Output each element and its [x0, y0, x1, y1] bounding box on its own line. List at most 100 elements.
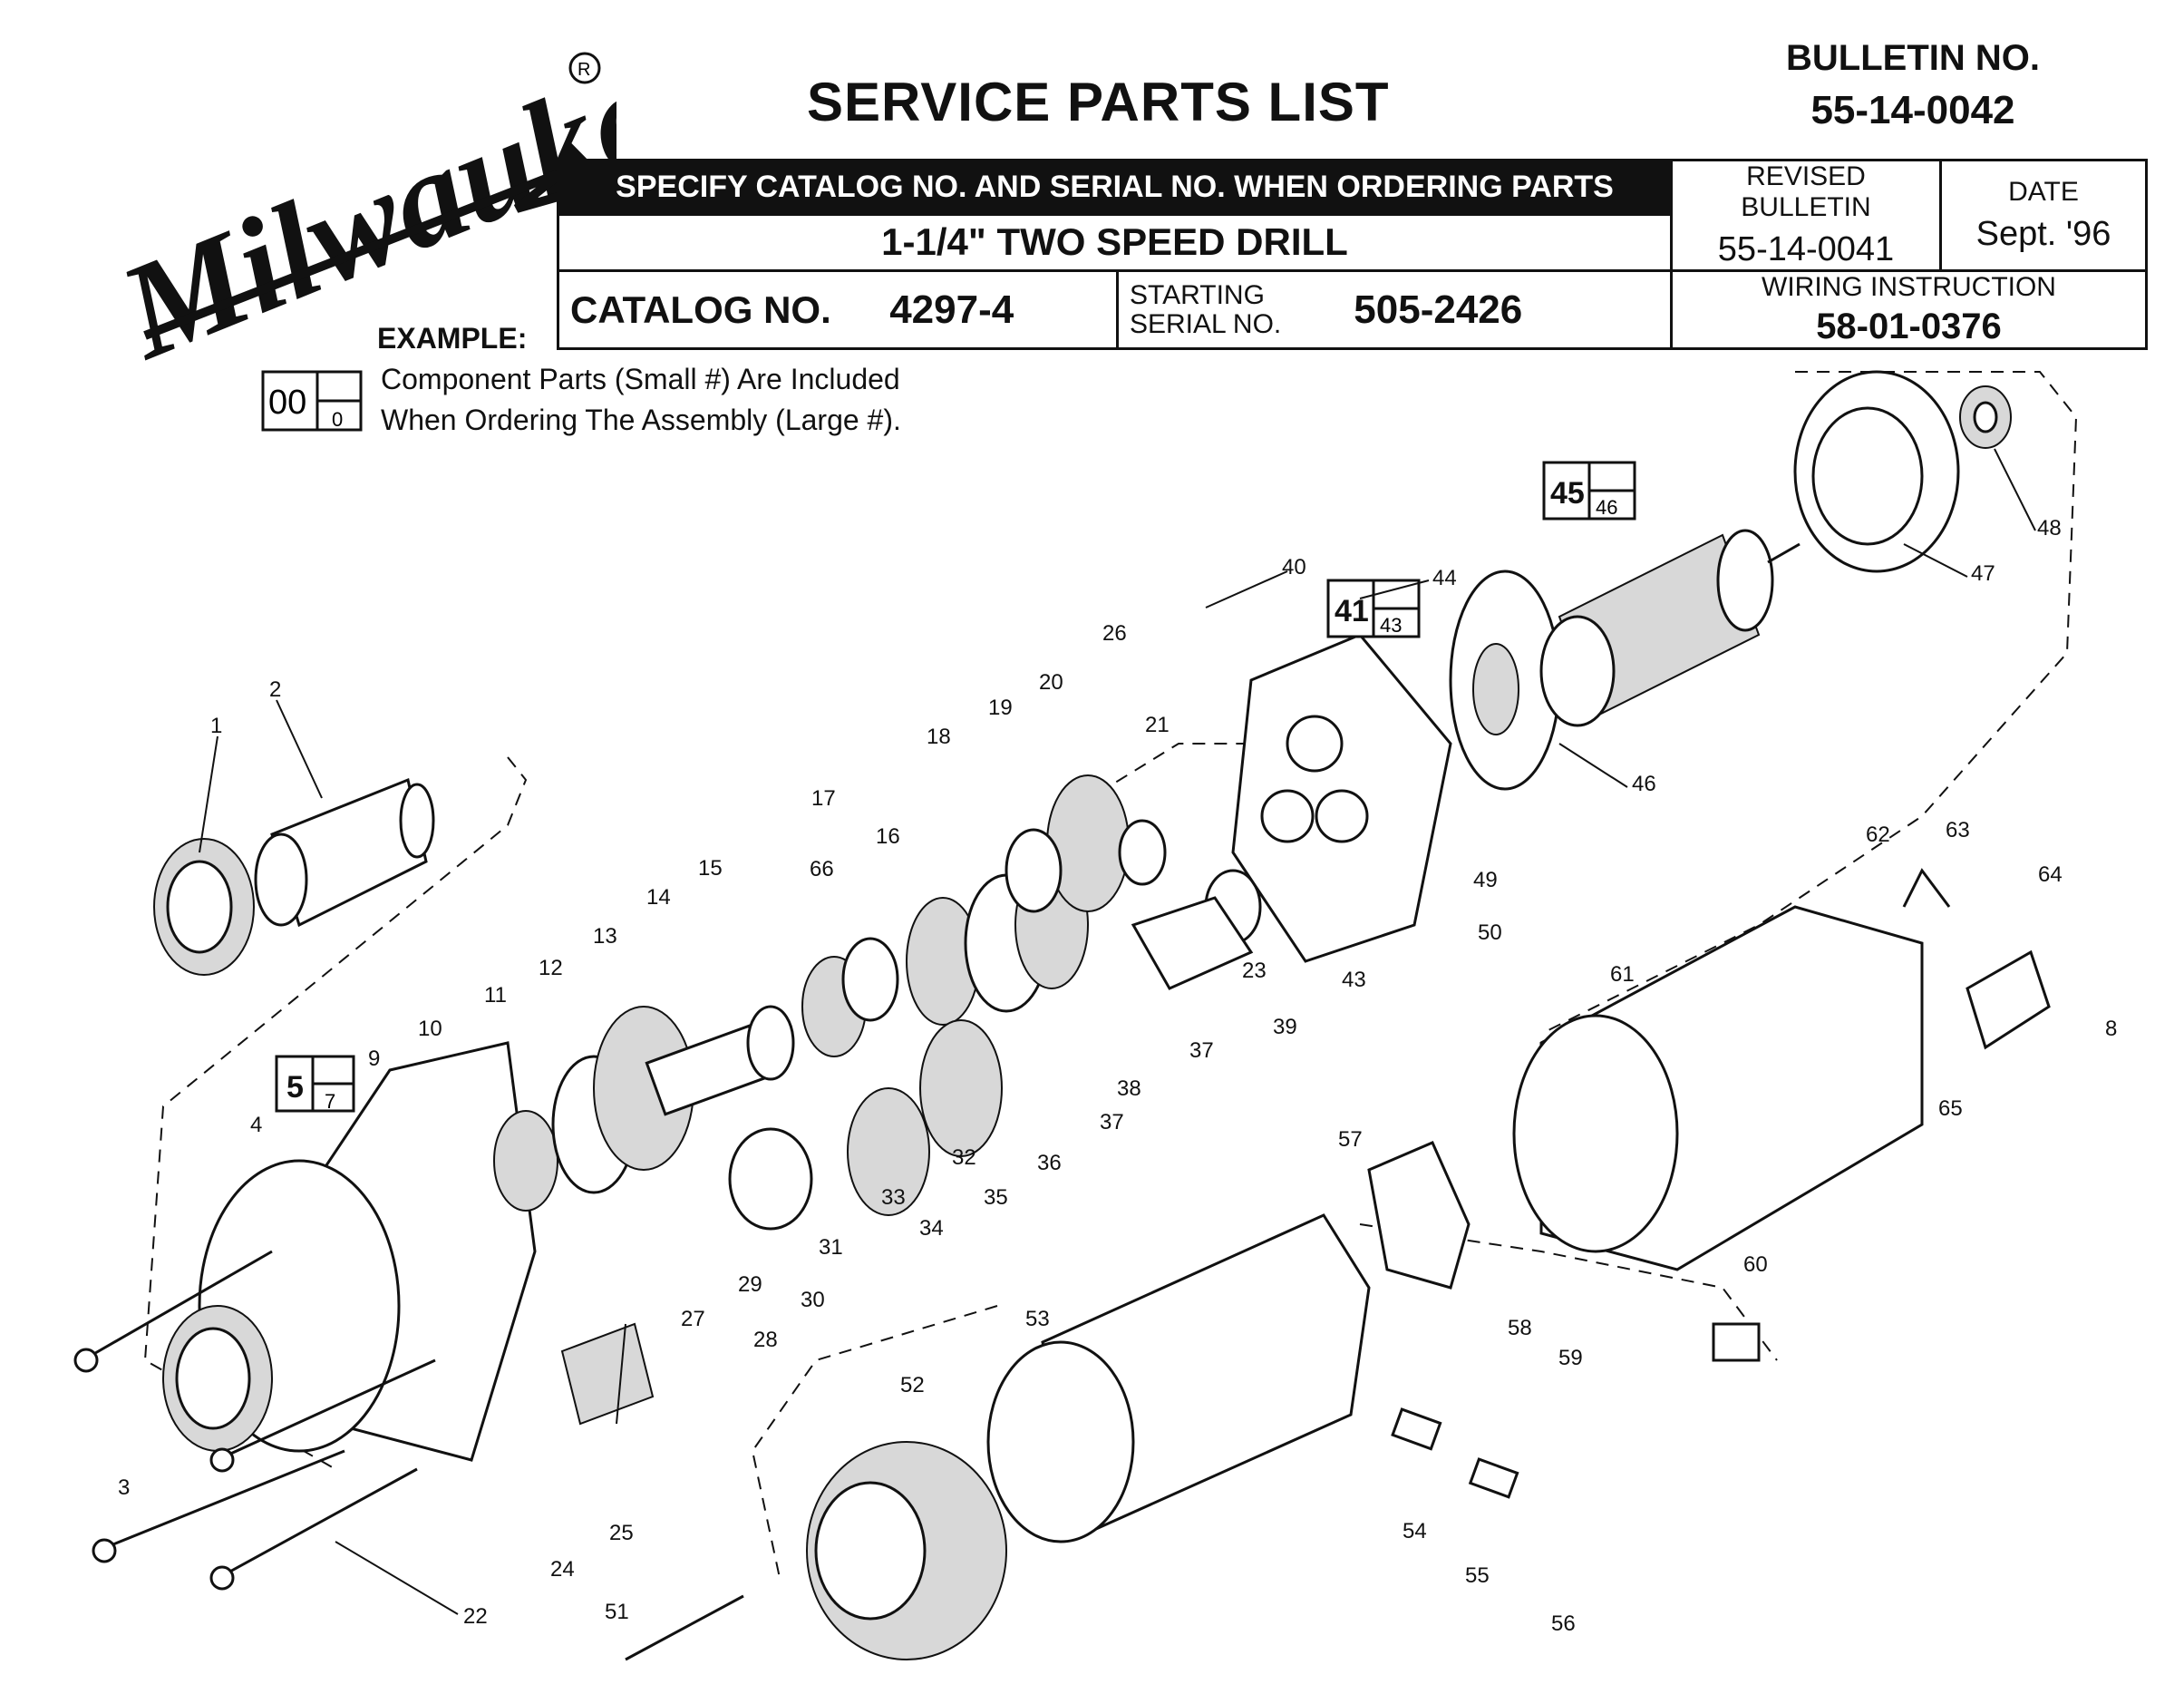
part-labels: 1 2 3 4 8 9 10 11 12 13 14 15 16 17 18 1… — [118, 516, 2117, 1636]
part-label: 40 — [1282, 555, 1306, 579]
part-24-nameplate — [560, 1322, 655, 1426]
assembly-box-45-large: 45 — [1550, 476, 1585, 511]
part-label: 18 — [927, 725, 951, 749]
part-51-screw — [625, 1594, 744, 1661]
part-54-brush-holder — [1391, 1407, 1442, 1451]
part-label: 15 — [698, 856, 723, 881]
part-label: 14 — [646, 885, 671, 910]
part-47-baffle — [1793, 370, 1960, 573]
product-description: 1-1/4" TWO SPEED DRILL — [557, 212, 1673, 273]
serial-label-line1: STARTING — [1130, 279, 1265, 310]
assembly-box-45: 45 46 — [1542, 461, 1636, 521]
part-label: 52 — [900, 1373, 925, 1397]
part-label: 28 — [753, 1328, 778, 1352]
part-label: 31 — [819, 1235, 843, 1260]
gear-train — [493, 774, 1262, 1231]
serial-label-line2: SERIAL NO. — [1130, 308, 1282, 339]
part-label: 25 — [609, 1521, 634, 1545]
specify-banner: SPECIFY CATALOG NO. AND SERIAL NO. WHEN … — [557, 159, 1673, 216]
revised-label: REVISED BULLETIN — [1741, 161, 1871, 222]
serial-label: STARTING SERIAL NO. — [1130, 279, 1282, 339]
part-label: 19 — [988, 696, 1013, 720]
part-60-terminal — [1712, 1322, 1761, 1362]
part-label: 36 — [1037, 1151, 1062, 1175]
example-box: 00 0 — [261, 370, 363, 432]
part-label: 57 — [1338, 1127, 1363, 1152]
part-61-motor-housing — [1512, 868, 1951, 1271]
assembly-box-5: 5 7 — [275, 1055, 355, 1113]
date-value: Sept. '96 — [1975, 215, 2111, 253]
wiring-label: WIRING INSTRUCTION — [1762, 272, 2056, 302]
part-label: 17 — [811, 786, 836, 811]
part-label: 29 — [738, 1272, 762, 1297]
catalog-label: CATALOG NO. — [570, 287, 831, 331]
part-label: 13 — [593, 924, 617, 949]
assembly-box-41: 41 43 — [1326, 579, 1421, 638]
part-label: 37 — [1100, 1110, 1124, 1134]
part-5-gear-housing — [162, 1041, 537, 1462]
example-box-large: 00 — [268, 384, 306, 422]
part-label: 34 — [919, 1216, 944, 1241]
part-label: 54 — [1403, 1519, 1427, 1543]
revised-bulletin-cell: REVISED BULLETIN 55-14-0041 — [1670, 159, 1942, 272]
svg-text:R: R — [578, 60, 590, 80]
date-cell: DATE Sept. '96 — [1939, 159, 2148, 272]
part-label: 49 — [1473, 868, 1498, 892]
part-label: 43 — [1342, 968, 1366, 992]
bulletin-label: BULLETIN NO. — [1786, 38, 2040, 78]
part-label: 35 — [984, 1185, 1008, 1210]
part-label: 21 — [1145, 713, 1170, 737]
part-label: 44 — [1432, 566, 1457, 590]
bulletin-number: 55-14-0042 — [1810, 88, 2015, 132]
part-1-nut — [153, 838, 255, 976]
bulletin-block: BULLETIN NO. 55-14-0042 — [1777, 38, 2049, 133]
part-label: 48 — [2037, 516, 2062, 540]
part-label: 55 — [1465, 1563, 1490, 1588]
part-label: 26 — [1102, 621, 1127, 646]
header-table: SPECIFY CATALOG NO. AND SERIAL NO. WHEN … — [557, 159, 2148, 350]
revised-number: 55-14-0041 — [1717, 230, 1895, 268]
part-label: 59 — [1558, 1346, 1583, 1370]
part-label: 3 — [118, 1475, 130, 1500]
part-48-bearing — [1959, 385, 2012, 449]
part-label: 10 — [418, 1017, 442, 1041]
part-label: 63 — [1946, 818, 1970, 842]
part-label: 24 — [550, 1557, 575, 1582]
part-label: 65 — [1938, 1096, 1963, 1121]
example-text: Component Parts (Small #) Are Included W… — [381, 359, 901, 441]
part-label: 33 — [881, 1185, 906, 1210]
page-title: SERVICE PARTS LIST — [807, 72, 1390, 132]
part-52-field — [806, 1441, 1007, 1660]
assembly-box-41-small: 43 — [1380, 614, 1402, 637]
part-41-gear-case — [1231, 633, 1452, 963]
part-label: 66 — [810, 857, 834, 881]
part-label: 37 — [1189, 1038, 1214, 1063]
part-55-brush — [1468, 1457, 1519, 1499]
date-label: DATE — [2008, 177, 2079, 207]
part-label: 53 — [1025, 1307, 1050, 1331]
assembly-box-5-small: 7 — [325, 1090, 335, 1113]
part-label: 62 — [1866, 823, 1890, 847]
part-label: 38 — [1117, 1076, 1141, 1101]
part-label: 11 — [484, 983, 507, 1008]
part-label: 46 — [1632, 772, 1656, 796]
assembly-box-5-large: 5 — [286, 1070, 304, 1105]
part-45-armature — [1539, 529, 1801, 727]
part-label: 64 — [2038, 862, 2063, 887]
part-label: 60 — [1743, 1252, 1768, 1277]
part-label: 2 — [269, 677, 281, 702]
part-label: 50 — [1478, 920, 1502, 945]
part-64-cover — [1966, 949, 2051, 1050]
part-label: 27 — [681, 1307, 705, 1331]
part-label: 16 — [876, 824, 900, 849]
wiring-cell: WIRING INSTRUCTION 58-01-0376 — [1670, 269, 2148, 350]
part-22-screws — [73, 1250, 436, 1591]
assembly-box-45-small: 46 — [1596, 496, 1617, 519]
part-label: 56 — [1551, 1611, 1576, 1636]
part-label: 9 — [368, 1047, 380, 1071]
milwaukee-logo: Milwaukee R — [100, 36, 616, 381]
part-label: 58 — [1508, 1316, 1532, 1340]
catalog-cell: CATALOG NO. 4297-4 — [557, 269, 1119, 350]
part-label: 22 — [463, 1604, 488, 1629]
